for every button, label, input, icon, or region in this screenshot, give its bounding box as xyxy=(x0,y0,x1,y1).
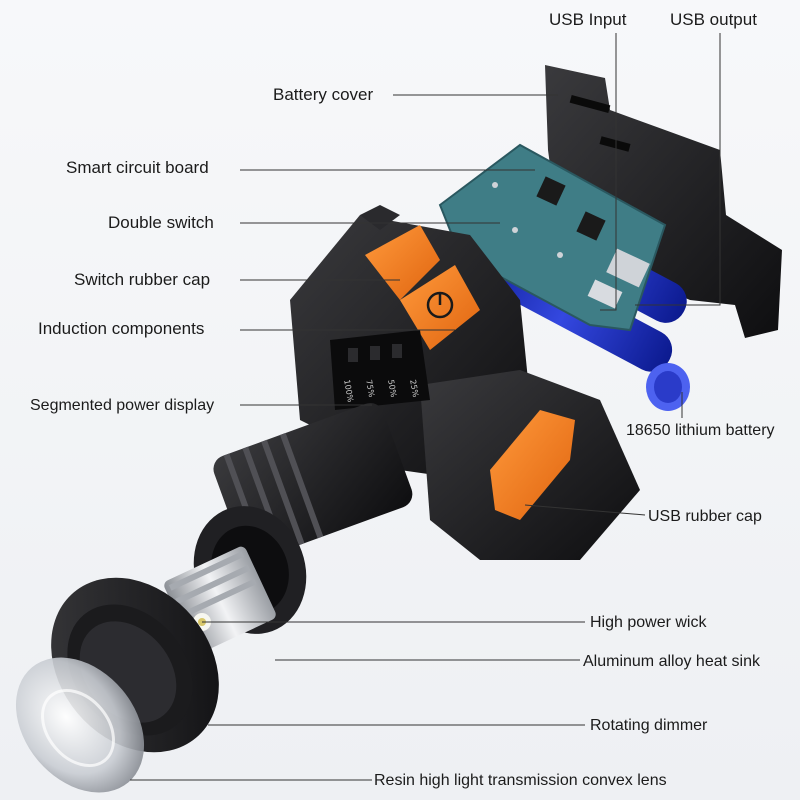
leader-usb-output xyxy=(635,33,721,306)
label-switch-rubber-cap: Switch rubber cap xyxy=(74,270,211,289)
display-mark: 100% xyxy=(342,379,355,403)
battery-cover xyxy=(545,65,782,338)
label-heat-sink: Aluminum alloy heat sink xyxy=(583,653,760,670)
display-mark: 50% xyxy=(386,379,398,398)
label-rotating-dimmer: Rotating dimmer xyxy=(590,717,708,734)
label-battery-cover: Battery cover xyxy=(273,85,374,104)
display-mark: 75% xyxy=(364,379,376,398)
switch-rubber-cap xyxy=(365,225,480,350)
label-high-power-wick: High power wick xyxy=(590,614,707,631)
convex-lens xyxy=(15,657,145,793)
display-mark: 25% xyxy=(408,379,420,398)
label-lithium-battery: 18650 lithium battery xyxy=(626,422,775,439)
label-usb-rubber-cap: USB rubber cap xyxy=(648,508,762,525)
label-usb-output: USB output xyxy=(670,10,757,29)
label-double-switch: Double switch xyxy=(108,213,214,232)
usb-rubber-cap xyxy=(490,410,575,520)
leader-usb-input xyxy=(600,33,617,311)
segmented-power-display: 100% 75% 50% 25% xyxy=(330,330,430,410)
leader-usb-rubber-cap xyxy=(524,504,646,516)
label-smart-circuit-board: Smart circuit board xyxy=(66,158,209,177)
label-convex-lens: Resin high light transmission convex len… xyxy=(374,772,667,789)
leader-lines xyxy=(130,33,721,781)
label-usb-input: USB Input xyxy=(549,10,627,29)
label-segmented-power-display: Segmented power display xyxy=(30,397,215,414)
label-induction-components: Induction components xyxy=(38,319,205,338)
